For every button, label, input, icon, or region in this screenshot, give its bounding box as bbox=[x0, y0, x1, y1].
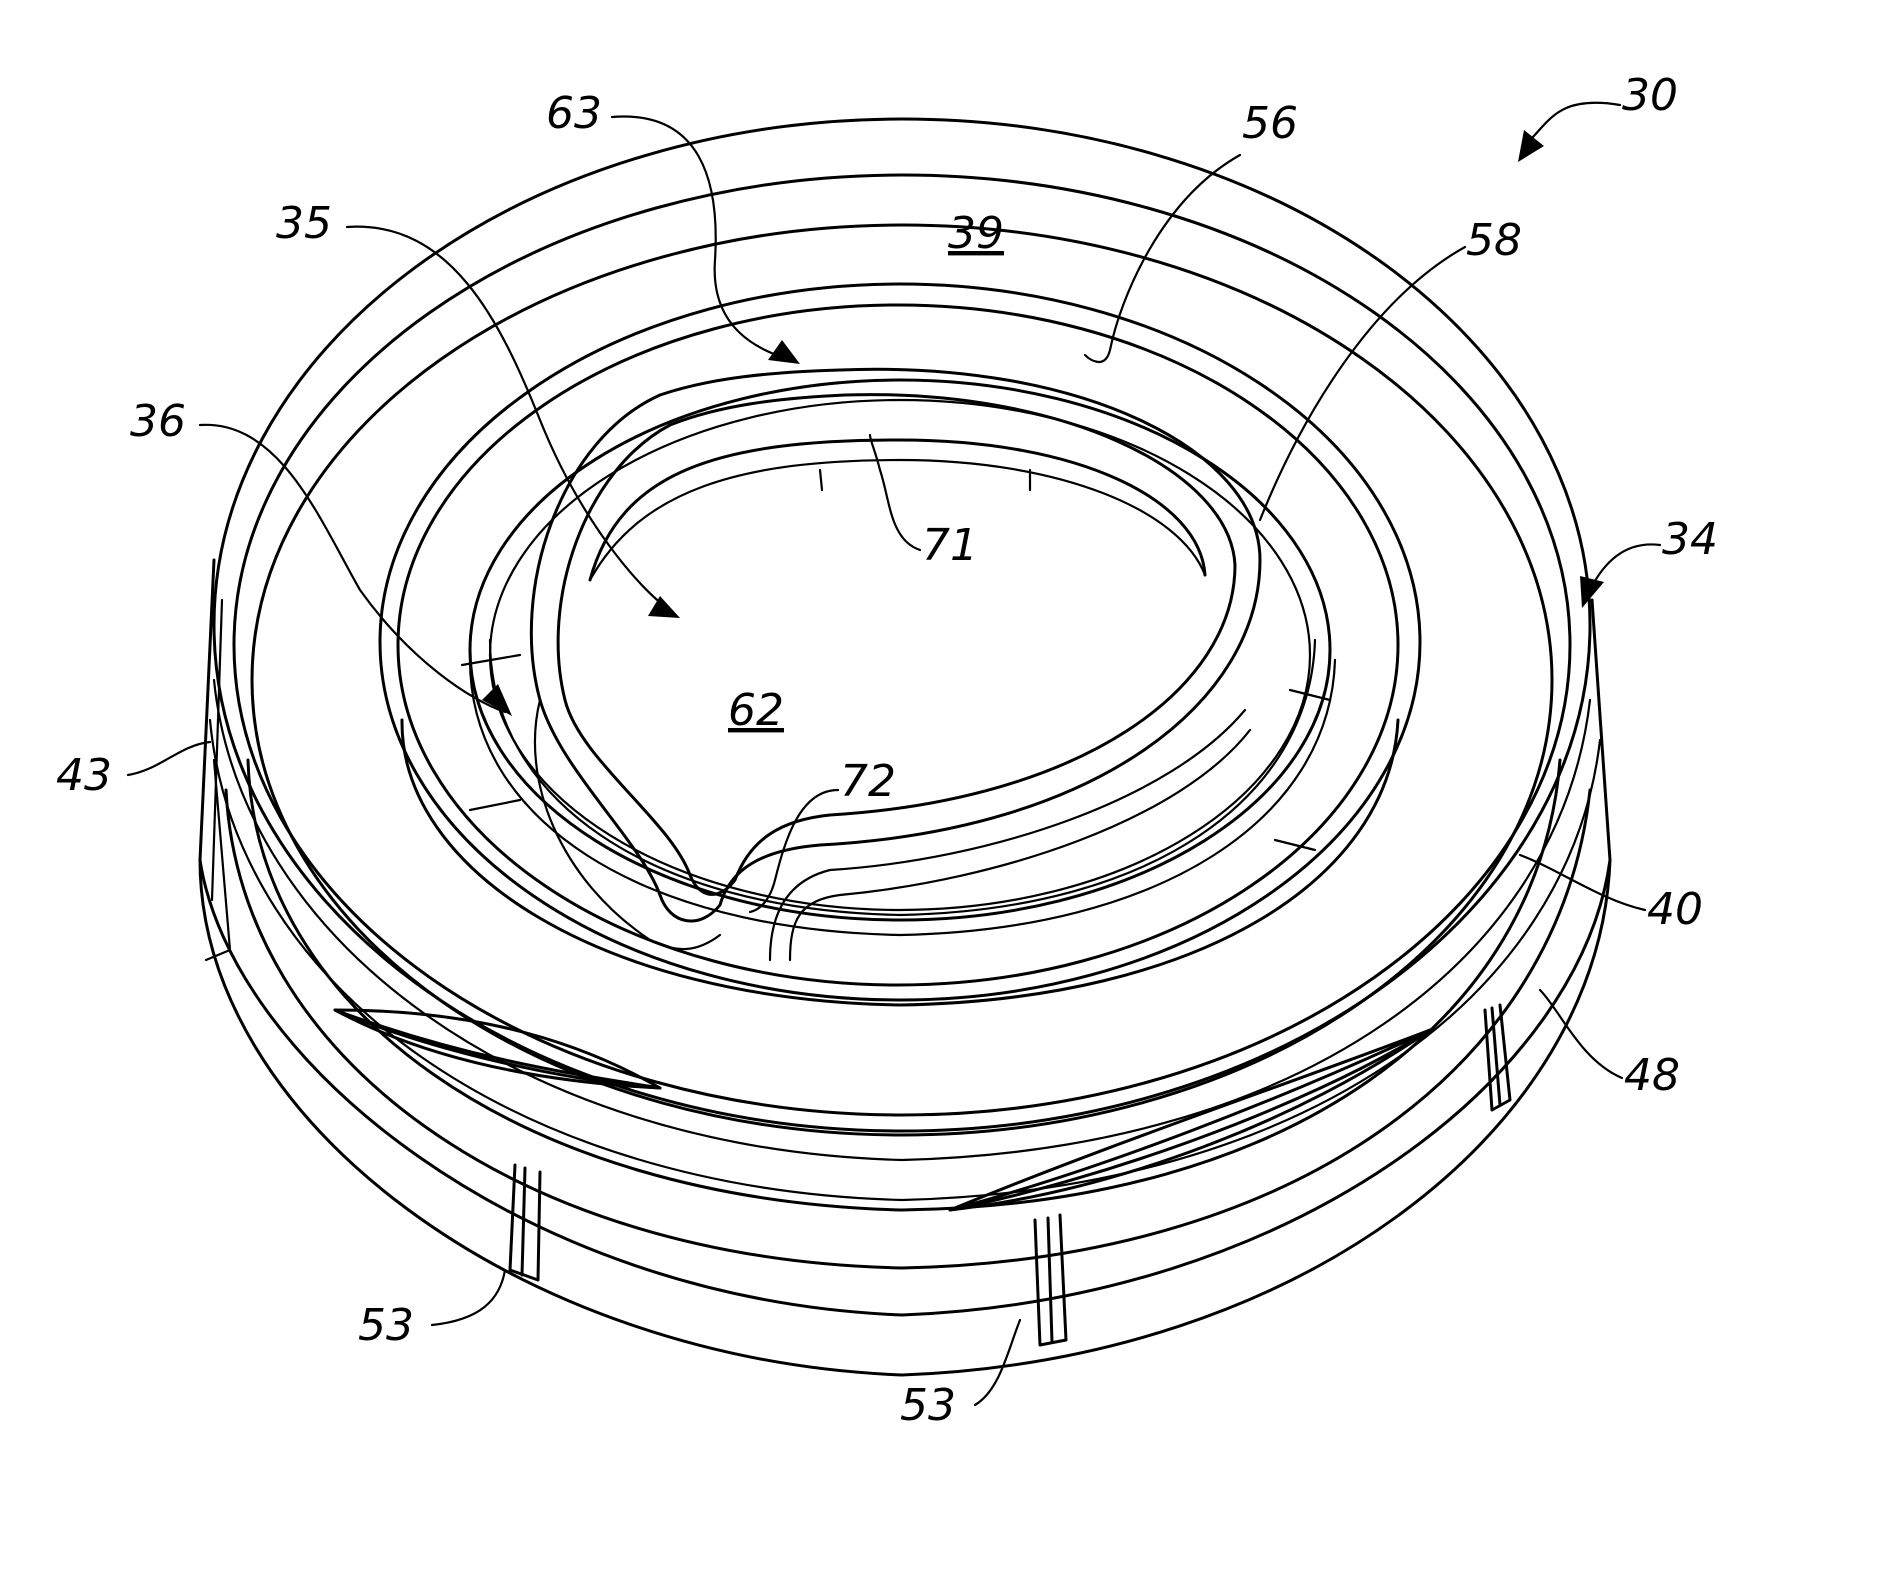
label-30: 30 bbox=[1622, 70, 1678, 121]
label-56: 56 bbox=[1242, 98, 1298, 149]
label-63: 63 bbox=[546, 88, 602, 139]
label-39: 39 bbox=[948, 208, 1004, 259]
label-43: 43 bbox=[56, 750, 112, 801]
label-53-left: 53 bbox=[358, 1300, 414, 1351]
label-35: 35 bbox=[276, 198, 332, 249]
annular-surface bbox=[380, 284, 1420, 1005]
label-62: 62 bbox=[728, 685, 784, 736]
reference-numerals: 30 63 56 35 39 58 36 71 34 62 43 72 40 4… bbox=[56, 70, 1718, 1431]
label-36: 36 bbox=[130, 396, 186, 447]
label-40: 40 bbox=[1647, 884, 1703, 935]
label-71: 71 bbox=[922, 520, 978, 571]
label-58: 58 bbox=[1466, 215, 1522, 266]
label-34: 34 bbox=[1662, 514, 1718, 565]
label-48: 48 bbox=[1624, 1050, 1680, 1101]
label-72: 72 bbox=[840, 756, 896, 807]
label-53-right: 53 bbox=[900, 1380, 956, 1431]
